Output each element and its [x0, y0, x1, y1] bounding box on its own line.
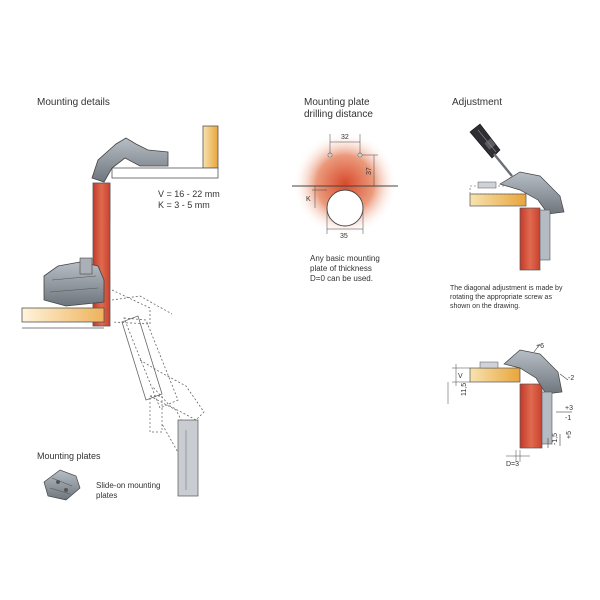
door-open-outline [121, 315, 163, 401]
adjust-note-3: shown on the drawing. [450, 303, 521, 310]
drilling-note-2: plate of thickness [310, 264, 372, 273]
adjust-note-2: rotating the appropriate screw as [450, 294, 552, 301]
cabinet-side-panel [202, 125, 219, 169]
section-mounting-plates: Mounting plates [37, 451, 101, 461]
drilling-note-3: D=0 can be used. [310, 274, 373, 283]
section-drilling-title-1: Mounting plate [304, 97, 370, 108]
hinge-arm-top [91, 137, 169, 183]
adj-d: D=3 [506, 461, 519, 468]
drilling-note-1: Any basic mounting [310, 254, 380, 263]
adjustment-drawing [469, 123, 565, 271]
adjust-hinge [499, 171, 565, 215]
section-drilling-title-2: drilling distance [304, 109, 373, 120]
adj-m1: -1 [565, 415, 571, 422]
mounting-details-drawing [21, 125, 219, 497]
cabinet-top-panel [111, 167, 219, 179]
adj-v: V [458, 373, 463, 380]
door-closed [92, 182, 111, 327]
section-adjustment: Adjustment [452, 97, 503, 108]
door-open-lower [177, 419, 199, 497]
dim-35: 35 [340, 233, 348, 240]
plates-caption-2: plates [96, 491, 118, 500]
dim-32: 32 [341, 134, 349, 141]
adj-p3: +3 [565, 405, 573, 412]
dim-37: 37 [366, 167, 373, 175]
screwdriver-icon [469, 123, 501, 159]
adj-p6: +6 [536, 343, 544, 350]
spec-k: K = 3 - 5 mm [158, 200, 210, 210]
plates-caption-1: Slide-on mounting [96, 481, 161, 490]
adj-m15: -1,5 [552, 433, 559, 445]
dim-k: K [306, 196, 311, 203]
cabinet-bottom-shelf [21, 307, 105, 323]
section-mounting-details: Mounting details [37, 97, 110, 108]
drilling-glow [293, 132, 397, 236]
mounting-plate-image [43, 469, 81, 501]
adj-p5: +5 [566, 431, 573, 439]
cup-hole [326, 189, 364, 227]
adjustment-dimensions-drawing: +6 -2 +3 -1 +5 -1,5 11,5 V D=3 [447, 343, 574, 468]
adj-h11: 11,5 [461, 383, 468, 396]
adjust-hinge-2 [503, 349, 563, 395]
adjust-door [519, 207, 541, 271]
hinge-mechanism-bottom [43, 261, 105, 307]
drilling-distance-drawing: 32 37 35 K [292, 132, 398, 240]
adj-m2: -2 [568, 375, 574, 382]
spec-v: V = 16 - 22 mm [158, 189, 220, 199]
adjust-note-1: The diagonal adjustment is made by [450, 285, 563, 292]
adjust-door-2 [519, 383, 543, 449]
